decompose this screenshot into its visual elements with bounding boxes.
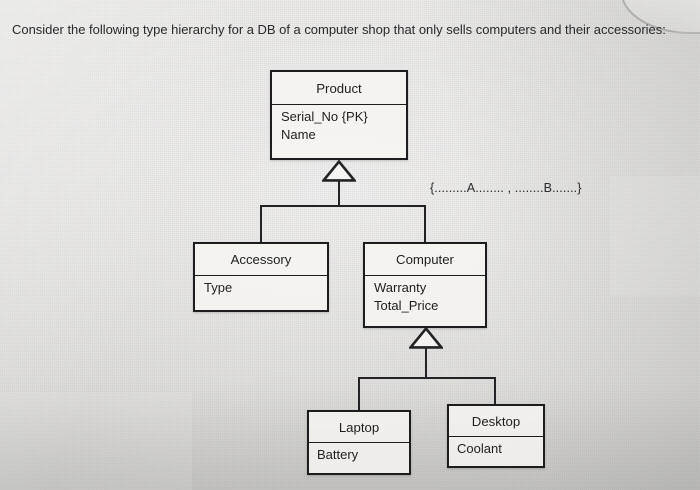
attribute-coolant: Coolant [457, 441, 502, 456]
connector-product-bar [260, 204, 426, 207]
entity-box-accessory[interactable]: Accessory Type [193, 242, 329, 312]
entity-name-computer: Computer [365, 244, 485, 276]
attribute-type: Type [204, 280, 233, 295]
entity-name-desktop: Desktop [449, 406, 543, 437]
attribute-name: Name [281, 126, 316, 142]
entity-attributes-desktop: Coolant [449, 437, 543, 458]
entity-name-laptop: Laptop [309, 412, 409, 443]
entity-box-laptop[interactable]: Laptop Battery [307, 410, 411, 475]
entity-box-desktop[interactable]: Desktop Coolant [447, 404, 545, 468]
background-patch [610, 176, 700, 296]
attribute-battery: Battery [317, 447, 359, 462]
page-title: Consider the following type hierarchy fo… [12, 22, 666, 37]
attribute-serial-no: Serial_No {PK} [281, 109, 368, 124]
entity-name-product: Product [272, 72, 406, 105]
entity-attributes-product: Serial_No {PK} Name [272, 105, 406, 143]
entity-attributes-computer: Warranty Total_Price [365, 276, 485, 314]
background-patch [0, 392, 192, 490]
entity-attributes-laptop: Battery [309, 443, 409, 464]
connector-drop-laptop [357, 376, 360, 411]
isa-triangle-product [322, 160, 356, 182]
entity-box-product[interactable]: Product Serial_No {PK} Name [270, 70, 408, 160]
connector-computer-stem [424, 347, 427, 378]
connector-product-stem [337, 180, 340, 206]
entity-name-accessory: Accessory [195, 244, 327, 276]
connector-drop-accessory [259, 204, 262, 243]
entity-box-computer[interactable]: Computer Warranty Total_Price [363, 242, 487, 328]
attribute-warranty: Warranty [374, 280, 427, 295]
attribute-total-price: Total_Price [374, 297, 439, 313]
connector-computer-bar [358, 376, 496, 379]
connector-drop-desktop [493, 376, 496, 405]
isa-triangle-computer [409, 327, 443, 349]
entity-attributes-accessory: Type [195, 276, 327, 297]
connector-drop-computer [424, 204, 427, 243]
hierarchy-constraint-annotation: {.........A........ , ........B.......} [430, 181, 582, 195]
